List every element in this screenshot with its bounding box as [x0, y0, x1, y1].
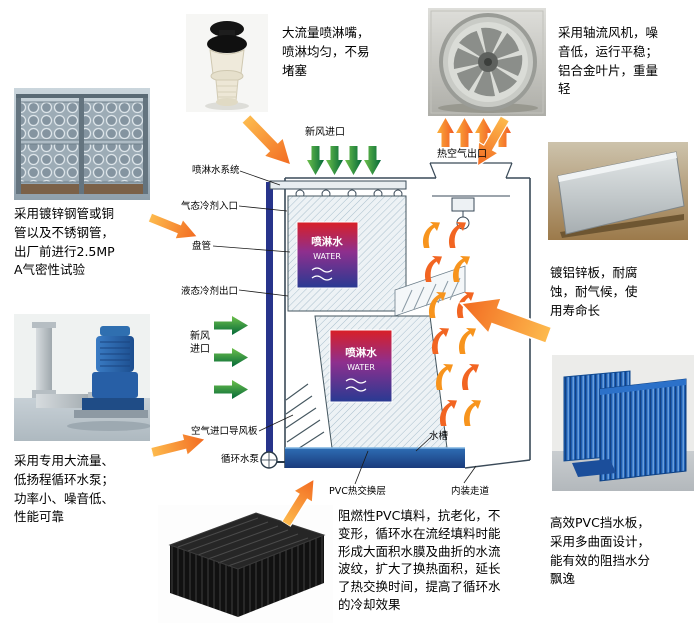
pointer-arrow-pump [150, 432, 207, 459]
spray-water-label-en: WATER [347, 363, 375, 372]
label-air-inlet-guide: 空气进口导风板 [191, 426, 258, 437]
drift-eliminator-bank [394, 265, 466, 317]
down-arrow-icon [326, 146, 343, 175]
galvalume-sheet-photo [548, 142, 688, 240]
label-inner-walkway: 内装走道 [451, 486, 490, 497]
callout-coil-pipes: 采用镀锌钢管或铜管以及不锈钢管，出厂前进行2.5MPA气密性试验 [14, 206, 115, 278]
label-liquid-refrigerant-outlet: 液态冷剂出口 [181, 286, 239, 297]
down-arrow-icon [307, 146, 324, 175]
label-spray-water-system: 喷淋水系统 [192, 165, 240, 176]
callout-pump: 采用专用大流量、低扬程循环水泵；功率小、噪音低、性能可靠 [14, 453, 115, 525]
spray-water-zone-upper: 喷淋水 WATER [296, 221, 359, 289]
up-arrow-icon [437, 118, 454, 147]
down-arrow-icon [345, 146, 362, 175]
axial-fan-photo [428, 8, 546, 116]
pointer-arrow-coil [147, 212, 199, 240]
fresh-air-top-arrows [307, 146, 381, 176]
water-basin [285, 447, 465, 468]
callout-pvc-fill: 阻燃性PVC填料，抗老化，不变形，循环水在流经填料时能形成大面积水膜及曲折的水流… [338, 508, 501, 612]
leader-lines [212, 170, 477, 485]
label-gas-refrigerant-inlet: 气态冷剂入口 [181, 201, 239, 212]
label-water-tank: 水槽 [429, 431, 449, 442]
tower-outline [284, 162, 531, 469]
callout-pvc-baffle: 高效PVC挡水板，采用多曲面设计，能有效的阻挡水分飘逸 [550, 515, 651, 587]
label-fresh-air-left: 新风进口 [190, 331, 210, 355]
spray-water-label-cn: 喷淋水 [311, 235, 343, 248]
pointer-arrow-fill [281, 478, 315, 528]
down-arrow-icon [364, 146, 381, 175]
right-arrow-icon [214, 316, 248, 335]
callout-nozzle: 大流量喷淋嘴，喷淋均匀，不易堵塞 [282, 25, 370, 78]
callout-fan: 采用轴流风机，噪音低，运行平稳；铝合金叶片，重量轻 [558, 25, 659, 97]
label-coil: 盘管 [192, 241, 212, 252]
pointer-arrow-galvalume [459, 296, 554, 345]
label-fresh-air-top: 新风进口 [305, 127, 345, 138]
right-arrow-icon [214, 348, 248, 367]
spray-nozzle-photo [186, 14, 268, 112]
air-inlet-louvers [285, 383, 325, 455]
pointer-arrow-fan [476, 115, 511, 168]
callout-galvalume: 镀铝锌板，耐腐蚀，耐气候，使用寿命长 [550, 265, 638, 318]
up-arrow-icon [456, 118, 473, 147]
label-hot-air-outlet: 热空气出口 [437, 149, 487, 160]
fresh-air-left-arrows [214, 316, 248, 399]
right-arrow-icon [214, 380, 248, 399]
pointer-arrow-nozzle [240, 113, 292, 167]
label-circulating-pump: 循环水泵 [221, 454, 260, 465]
pvc-fill-photo [158, 505, 333, 623]
spray-water-label-en: WATER [313, 252, 341, 261]
label-pvc-heat-exchange-layer: PVC热交换层 [329, 486, 386, 497]
coil-bundles-photo [14, 88, 150, 200]
circulating-pump-photo [14, 314, 150, 441]
up-arrow-icon [475, 118, 492, 147]
spray-water-zone-lower: 喷淋水 WATER [329, 329, 393, 403]
cooling-tower-schematic: 喷淋水 WATER 喷淋水 WATER [180, 118, 536, 508]
pvc-baffle-panels-photo [552, 355, 694, 491]
pump-symbol [260, 451, 285, 469]
spray-water-label-cn: 喷淋水 [345, 346, 377, 359]
